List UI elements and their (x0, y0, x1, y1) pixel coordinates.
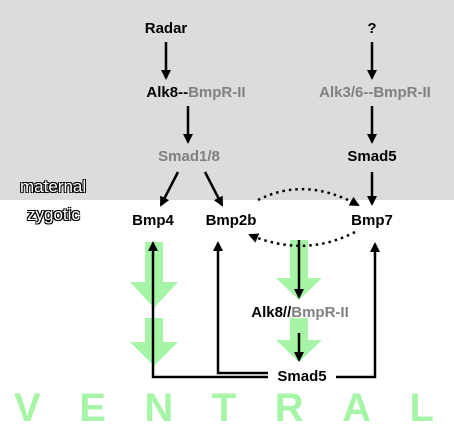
dotted-arrow-bmp2b-bmp7 (257, 187, 360, 207)
bmp4-label: Bmp4 (132, 212, 174, 229)
bmpr2-lower-label: BmpR-II (291, 304, 349, 321)
radar-label: Radar (144, 20, 188, 37)
ventral-letter: L (409, 386, 434, 430)
feedback-smad5-bmp4 (148, 241, 268, 379)
green-signal-arrows (130, 240, 322, 366)
question-label: ? (367, 20, 377, 37)
ventral-letter: N (144, 386, 174, 430)
bmp2b-label: Bmp2b (205, 212, 257, 229)
maternal-region (0, 0, 454, 200)
feedback-smad5-bmp2b (213, 241, 268, 375)
smad18-label: Smad1/8 (158, 148, 220, 165)
alk36-bmpr2-label: Alk3/6--BmpR-II (319, 84, 431, 101)
feedback-smad5-bmp7 (336, 242, 380, 379)
zygotic-label: zygotic (27, 205, 80, 224)
alk8-bmpr2-complex: Alk8--BmpR-II (146, 84, 245, 101)
ventral-letter: R (274, 386, 304, 430)
dotted-arrow-bmp7-bmp2b (248, 230, 356, 248)
bmp7-label: Bmp7 (351, 212, 393, 229)
alk8-bmpr2-lower-complex: Alk8//BmpR-II (251, 304, 349, 321)
arrow-smad18-bmp4 (159, 171, 180, 207)
smad5-bottom-label: Smad5 (277, 368, 327, 385)
ventral-letter: A (342, 386, 371, 430)
bmpr2-label: BmpR-II (188, 84, 246, 101)
alk8-label: Alk8-- (146, 84, 189, 101)
alk8-lower-label: Alk8// (251, 304, 292, 321)
arrow-smad18-bmp2b (203, 171, 224, 207)
ventral-letter: E (79, 386, 106, 430)
ventral-letter: T (211, 386, 237, 430)
smad5-top-label: Smad5 (347, 148, 397, 165)
maternal-label: maternal (20, 177, 87, 196)
ventral-letter: V (14, 386, 41, 430)
